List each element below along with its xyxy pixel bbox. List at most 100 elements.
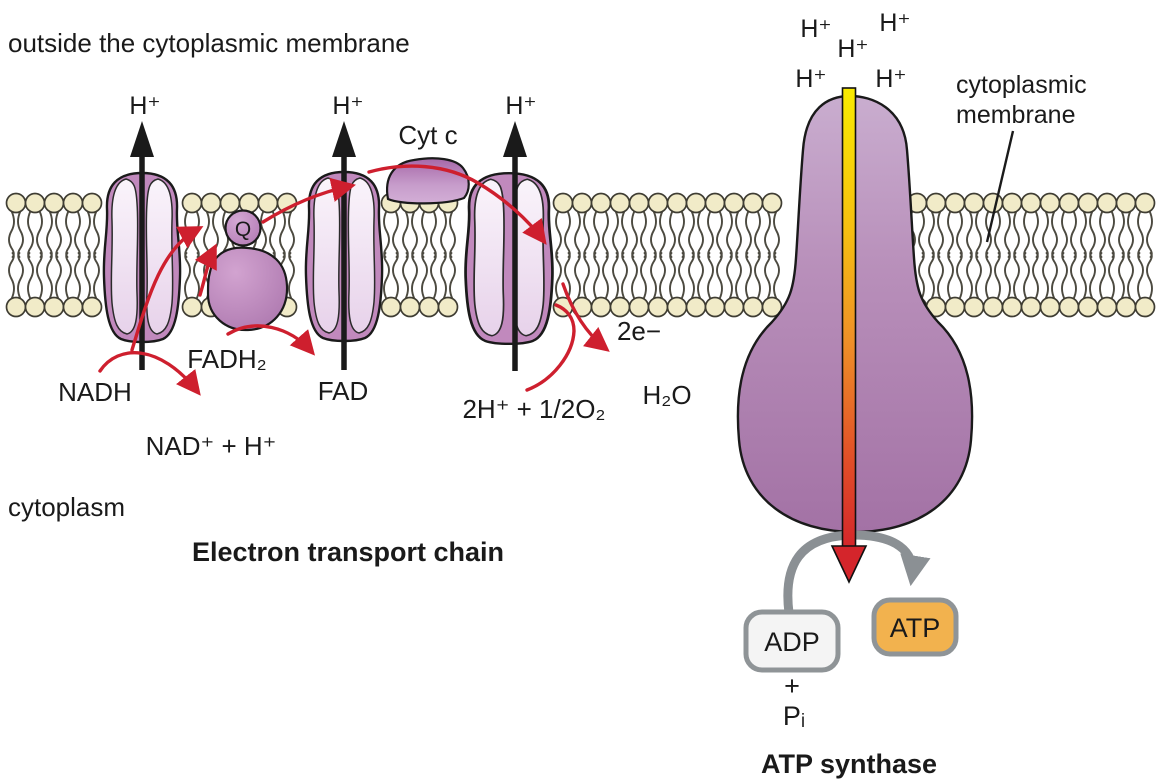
label-fad: FAD: [318, 376, 369, 406]
proton-flow-arrowhead: [830, 545, 868, 584]
atp-box: [871, 597, 959, 657]
lipid-tail: [1137, 252, 1144, 300]
lipid-head: [628, 296, 650, 318]
arrow-complex2-to-complex3: [367, 164, 547, 245]
lipid-tail: [279, 210, 286, 258]
lipid-tail: [678, 210, 685, 258]
lipid-tail: [17, 210, 24, 258]
arrow-to-2e: [561, 282, 610, 352]
lipid-head: [5, 296, 27, 318]
arrow-nadh-to-nad: [98, 351, 201, 396]
lipid-tail: [55, 210, 62, 258]
lipid-tail: [640, 210, 647, 258]
lipid-tail: [1070, 210, 1077, 258]
lipid-head: [1001, 296, 1023, 318]
lipid-tail: [631, 252, 638, 300]
caption-atp-synthase: ATP synthase: [761, 749, 937, 779]
lipid-tail: [1042, 252, 1049, 300]
lipid-head: [1058, 192, 1080, 214]
lipid-tail: [1118, 210, 1125, 258]
lipid-tail: [1061, 210, 1068, 258]
lipid-head: [1020, 296, 1042, 318]
lipid-tail: [947, 252, 954, 300]
label-adp: ADP: [764, 627, 820, 657]
h-plus-synthase-4: H⁺: [795, 65, 826, 93]
lipid-tail: [203, 210, 210, 258]
lipid-tail: [449, 210, 456, 258]
lipid-tail: [1089, 210, 1096, 258]
lipid-head: [418, 296, 440, 318]
label-plus: +: [784, 671, 800, 701]
lipid-head: [647, 192, 669, 214]
lipid-tail: [745, 210, 752, 258]
h-plus-synthase-2: H⁺: [879, 9, 910, 37]
lipid-head: [685, 296, 707, 318]
lipid-tail: [440, 210, 447, 258]
lipid-head: [1134, 192, 1156, 214]
lipid-tail: [36, 252, 43, 300]
lipid-tail: [1004, 252, 1011, 300]
lipid-tail: [688, 252, 695, 300]
lipid-tail: [421, 210, 428, 258]
lipid-tail: [1004, 210, 1011, 258]
lipid-tail: [583, 210, 590, 258]
label-outside-membrane: outside the cytoplasmic membrane: [8, 28, 410, 58]
lipid-tail: [1099, 210, 1106, 258]
lipid-tail: [697, 210, 704, 258]
lipid-tail: [383, 252, 390, 300]
lipid-head: [723, 296, 745, 318]
lipid-tail: [1051, 210, 1058, 258]
lipid-tail: [1013, 252, 1020, 300]
lipid-tail: [1061, 252, 1068, 300]
lipid-tail: [956, 210, 963, 258]
lipid-tail: [402, 252, 409, 300]
lipid-tail: [74, 252, 81, 300]
lipid-tail: [1023, 210, 1030, 258]
adp-box: [743, 609, 841, 673]
lipid-tail: [1089, 252, 1096, 300]
label-h2o: H₂O: [642, 380, 691, 410]
lipid-tail: [383, 210, 390, 258]
lipid-tail: [918, 252, 925, 300]
membrane-callout-line: [985, 130, 1015, 243]
lipid-tail: [583, 252, 590, 300]
lipid-tail: [975, 210, 982, 258]
lipid-tail: [735, 210, 742, 258]
lipid-tail: [411, 210, 418, 258]
lipid-tail: [8, 210, 15, 258]
lipid-tail: [985, 252, 992, 300]
lipid-head: [62, 192, 84, 214]
lipid-head: [552, 192, 574, 214]
lipid-tail: [555, 252, 562, 300]
h-plus-synthase-3: H⁺: [837, 35, 868, 63]
lipid-tail: [937, 210, 944, 258]
lipid-head: [1115, 296, 1137, 318]
lipid-tail: [392, 210, 399, 258]
lipid-head: [43, 296, 65, 318]
lipid-tail: [593, 252, 600, 300]
lipid-head: [181, 192, 203, 214]
lipid-head: [609, 296, 631, 318]
lipid-tail: [745, 252, 752, 300]
lipid-tail: [1023, 252, 1030, 300]
lipid-tail: [555, 210, 562, 258]
lipid-tail: [947, 210, 954, 258]
lipid-tail: [602, 210, 609, 258]
lipid-tail: [392, 252, 399, 300]
lipid-tail: [1013, 210, 1020, 258]
lipid-tail: [8, 252, 15, 300]
label-2e: 2e−: [617, 316, 661, 346]
lipid-tail: [36, 210, 43, 258]
lipid-head: [1096, 192, 1118, 214]
lipid-tail: [716, 252, 723, 300]
lipid-tail: [1137, 210, 1144, 258]
lipid-head: [1039, 192, 1061, 214]
lipid-tail: [84, 252, 91, 300]
lipid-tail: [669, 210, 676, 258]
lipid-head: [742, 192, 764, 214]
lipid-head: [1077, 296, 1099, 318]
lipid-tail: [707, 252, 714, 300]
lipid-tail: [440, 252, 447, 300]
lipid-tail: [93, 252, 100, 300]
lipid-tail: [1080, 252, 1087, 300]
